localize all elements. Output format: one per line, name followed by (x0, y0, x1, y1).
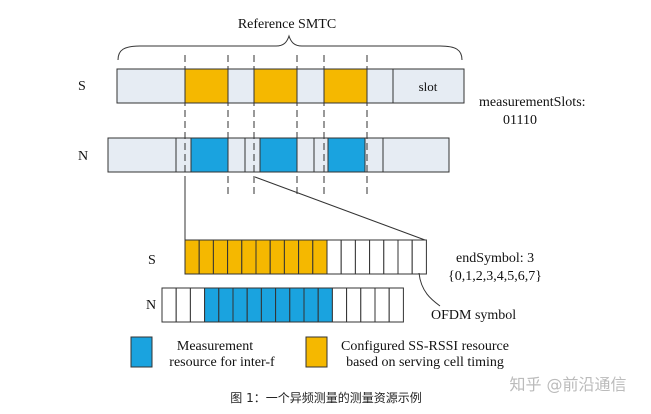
smtc-brace (117, 34, 463, 61)
ofdm-symbol-label: OFDM symbol (431, 308, 516, 323)
zoom-s-symbol-15 (397, 239, 413, 275)
zoom-s-symbol-6 (269, 239, 285, 275)
figure-caption: 图 1：一个异频测量的测量资源示例 (230, 390, 421, 405)
row-s-slot-1 (184, 68, 229, 104)
zoom-s-symbol-13 (369, 239, 385, 275)
zoom-s-symbol-4 (241, 239, 257, 275)
zoom-n-symbol-7 (260, 287, 277, 323)
zoom-s-symbol-1 (198, 239, 214, 275)
row-n-measure-2 (259, 137, 298, 173)
legend-orange-swatch (305, 336, 328, 368)
end-symbol-label: endSymbol: 3 (456, 251, 534, 266)
zoom-n-symbol-4 (218, 287, 234, 323)
zoom-n-symbol-14 (360, 287, 376, 323)
row-s-label: S (78, 79, 86, 94)
zoom-s-symbol-7 (283, 239, 300, 275)
row-s: slot (116, 68, 465, 104)
zoom-n-symbol-13 (346, 287, 362, 323)
zoom-n-symbol-9 (289, 287, 305, 323)
alignment-lines (184, 55, 368, 195)
slot-label: slot (419, 79, 438, 94)
zoom-s-symbol-9 (312, 239, 328, 275)
zoom-n-symbol-2 (189, 287, 206, 323)
zoom-s-symbol-2 (212, 239, 229, 275)
zoom-s-symbol-3 (227, 239, 243, 275)
zoom-line-right (254, 176, 426, 241)
zoom-row-s (184, 239, 427, 275)
zoom-s-symbol-16 (411, 239, 427, 275)
ofdm-callout-line (418, 272, 441, 307)
row-n-measure-3 (327, 137, 366, 173)
zoom-s-symbol-11 (340, 239, 356, 275)
legend-orange-line2: based on serving cell timing (346, 355, 504, 370)
zoom-n-symbol-3 (204, 287, 220, 323)
zoom-n-symbol-8 (275, 287, 291, 323)
zoom-n-symbol-12 (331, 287, 348, 323)
row-s-slot-3 (323, 68, 368, 104)
legend-blue-line1: Measurement (177, 339, 253, 354)
zoom-n-symbol-10 (303, 287, 319, 323)
measurement-slots-label: measurementSlots: (479, 95, 586, 110)
row-n-label: N (78, 149, 88, 164)
zoom-n-symbol-1 (175, 287, 191, 323)
watermark: 知乎 @前沿通信 (509, 375, 626, 394)
reference-smtc-title: Reference SMTC (238, 17, 336, 32)
zoom-n-symbol-0 (161, 287, 177, 323)
zoom-n-symbol-6 (246, 287, 262, 323)
zoom-s-symbol-0 (184, 239, 200, 275)
row-s-slot-2 (253, 68, 298, 104)
legend-blue-swatch (130, 336, 153, 368)
end-symbol-set: {0,1,2,3,4,5,6,7} (448, 269, 542, 284)
zoom-s-symbol-12 (354, 239, 371, 275)
zoom-row-n-label: N (146, 298, 156, 313)
zoom-n-symbol-5 (232, 287, 248, 323)
zoom-s-symbol-10 (326, 239, 342, 275)
zoom-n-symbol-15 (374, 287, 390, 323)
zoom-s-symbol-8 (298, 239, 314, 275)
zoom-row-s-label: S (148, 253, 156, 268)
legend-orange-line1: Configured SS-RSSI resource (341, 339, 509, 354)
measurement-slots-value: 01110 (503, 113, 537, 128)
row-n (107, 137, 450, 173)
zoom-n-symbol-11 (317, 287, 333, 323)
zoom-s-symbol-14 (383, 239, 399, 275)
zoom-s-symbol-5 (255, 239, 271, 275)
legend-blue-line2: resource for inter-f (169, 355, 275, 370)
zoom-n-symbol-16 (388, 287, 404, 323)
row-n-measure-1 (190, 137, 229, 173)
zoom-row-n (161, 287, 404, 323)
